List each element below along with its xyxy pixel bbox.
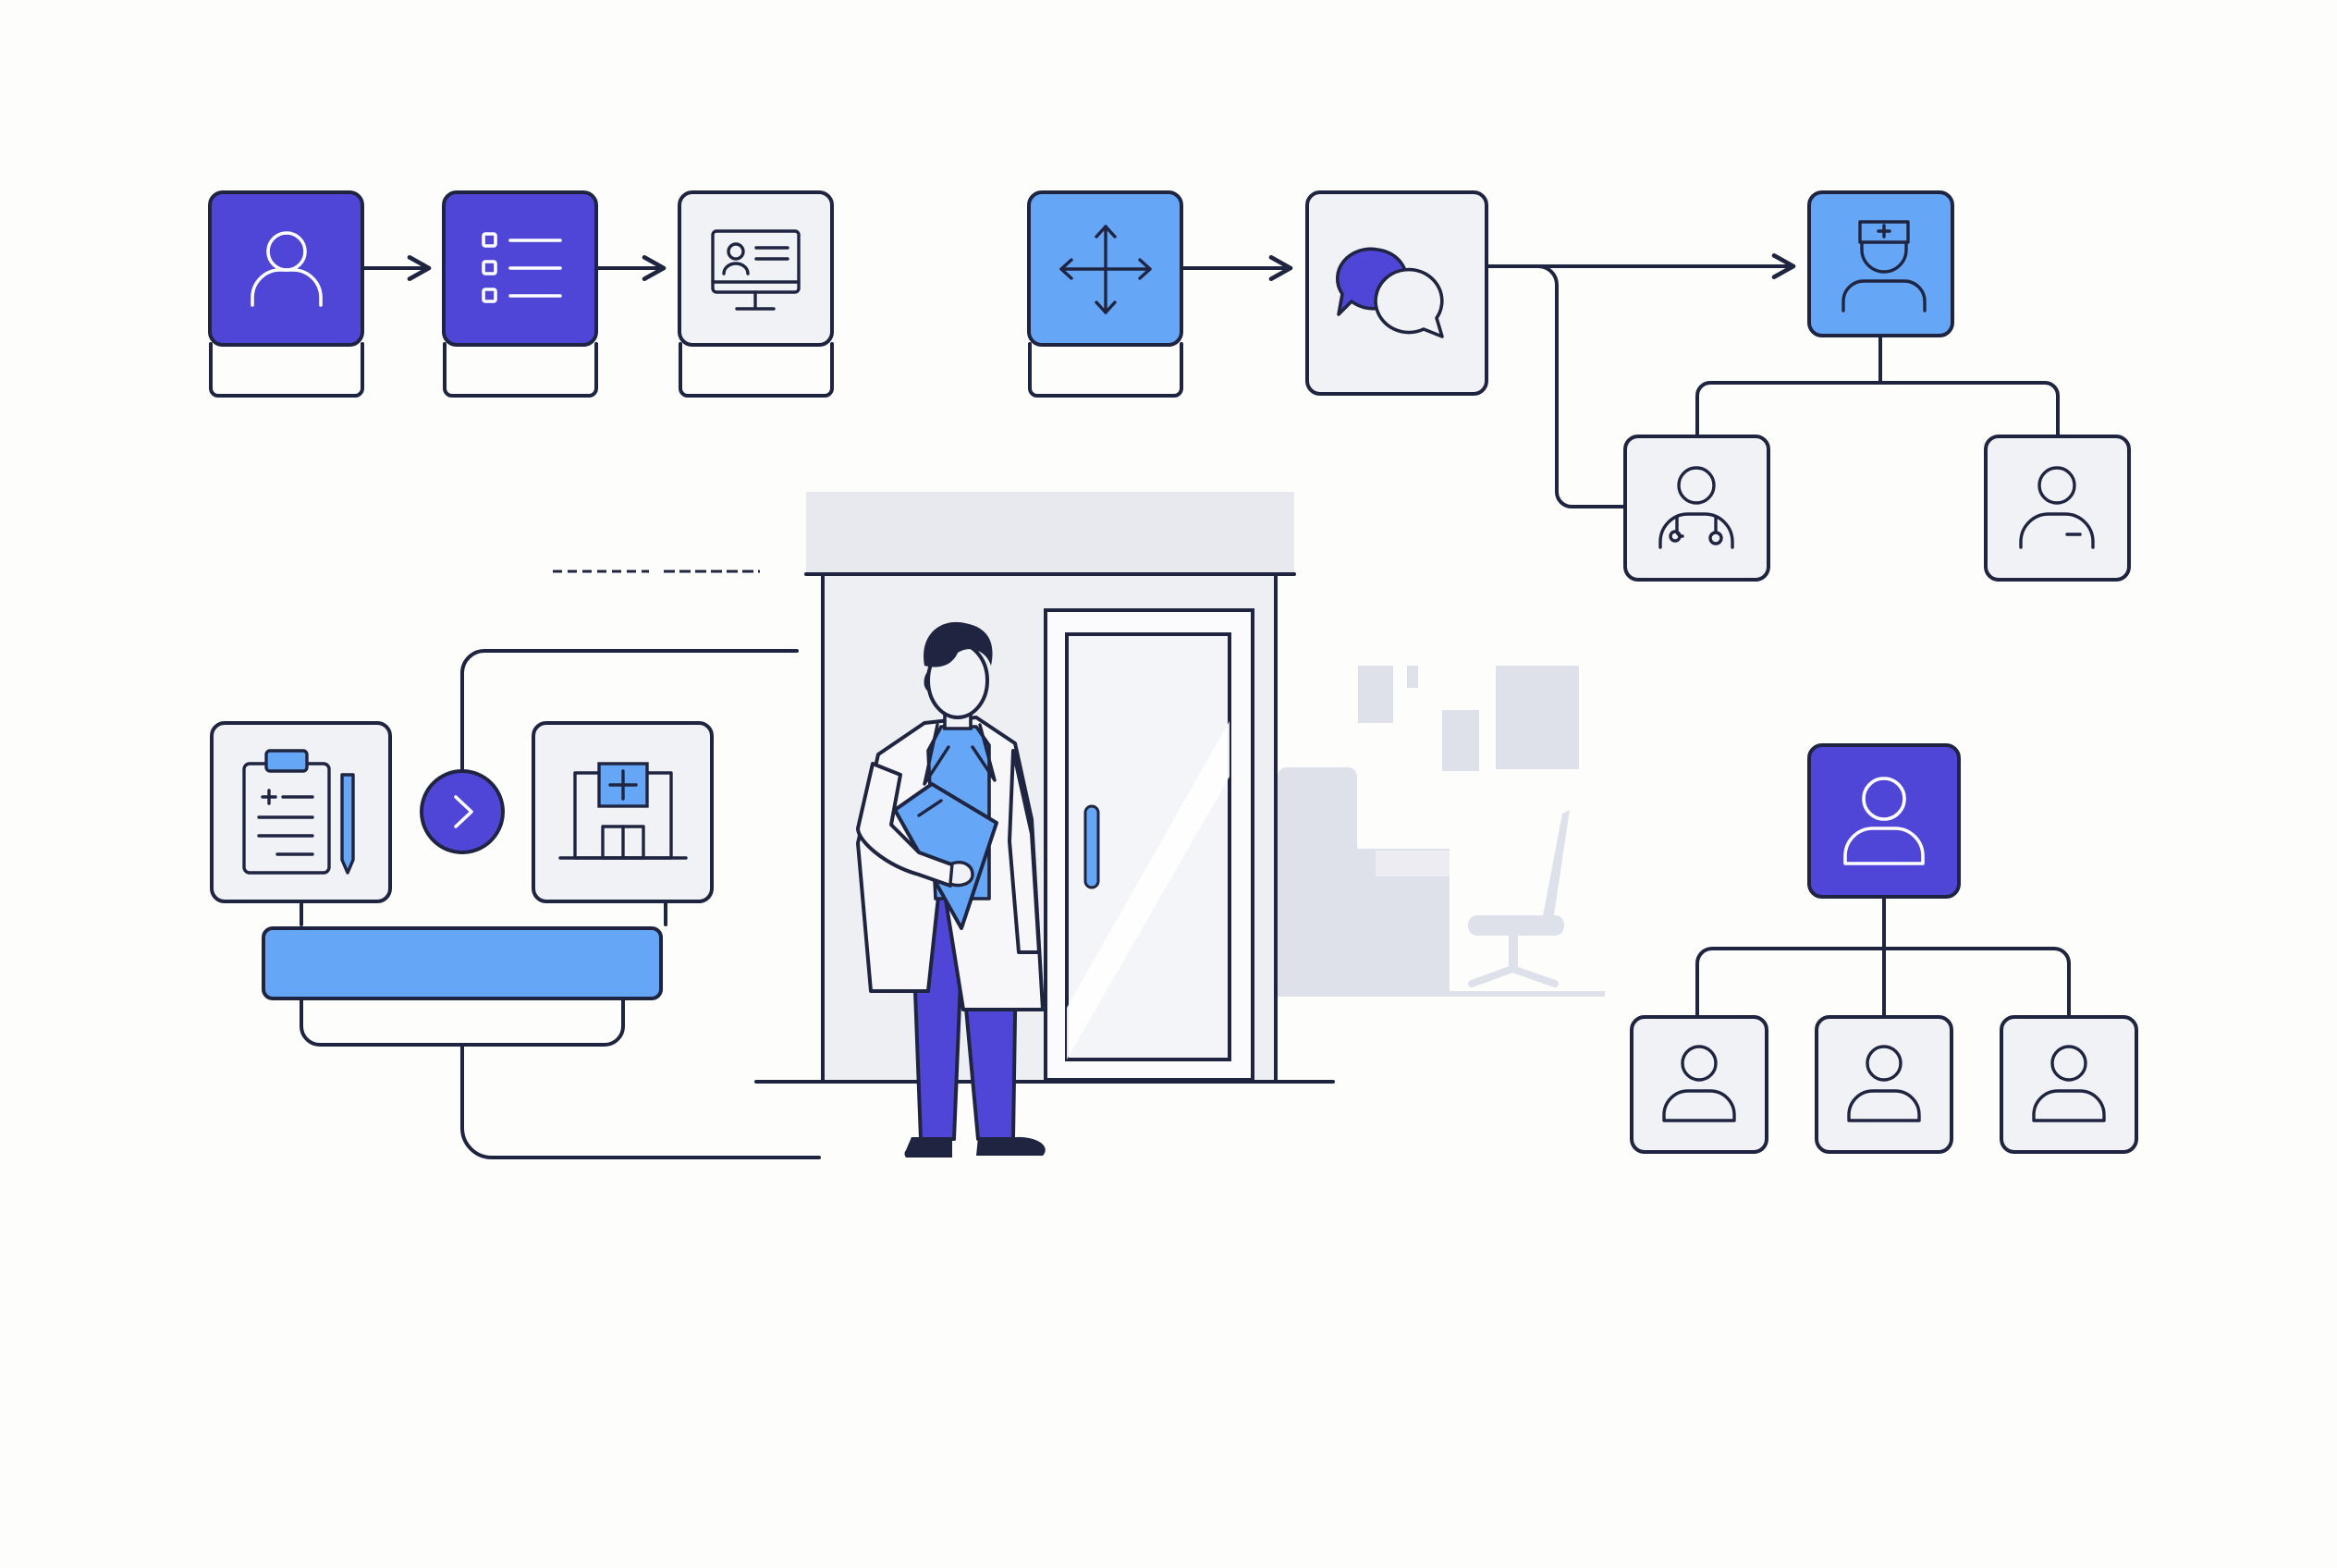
wall-frame: [1358, 666, 1393, 723]
hospital-icon: [558, 762, 688, 860]
monitor-profile-icon: [711, 229, 801, 311]
org-member-tile[interactable]: [1815, 1015, 1953, 1154]
tablet-icon: [893, 782, 998, 930]
records-hospital-tile[interactable]: [532, 721, 714, 903]
connector-line: [300, 900, 667, 926]
chevron-next-button[interactable]: [420, 769, 505, 854]
wall-frame: [1496, 666, 1579, 769]
chair-icon: [1468, 810, 1570, 987]
clinic-door[interactable]: [1044, 608, 1254, 1082]
tree-connector: [1695, 897, 2071, 1017]
user-icon: [1847, 1045, 1921, 1122]
intake-monitor-tile[interactable]: [678, 190, 834, 398]
intake-checklist-tile[interactable]: [442, 190, 598, 398]
floor-line: [1278, 991, 1605, 997]
user-icon: [251, 231, 323, 307]
records-flow: [210, 649, 821, 1159]
checklist-icon: [482, 232, 562, 303]
org-tree: [1630, 743, 2138, 1154]
nurse-icon: [1841, 220, 1927, 312]
records-clipboard-tile[interactable]: [210, 721, 392, 903]
connector-line: [460, 649, 799, 814]
doctor-figure: [856, 621, 1046, 1158]
office-background: [1278, 666, 1605, 997]
chevron-right-icon: [454, 795, 473, 828]
chat-bubbles-icon: [1335, 247, 1444, 338]
clinic-doorway: [754, 492, 1335, 1084]
connector-line: [1536, 264, 1627, 508]
records-progress-bar[interactable]: [262, 926, 663, 1000]
clipboard-pen-icon: [242, 749, 355, 875]
patient-icon: [2019, 466, 2095, 549]
org-head-tile[interactable]: [1807, 743, 1961, 899]
move-arrows-icon: [1059, 225, 1152, 314]
intake-flow: [208, 190, 834, 398]
intake-profile-tile[interactable]: [208, 190, 364, 398]
routing-nurse-tile[interactable]: [1807, 190, 1954, 337]
connector-line: [460, 1043, 821, 1159]
care-doctor-tile[interactable]: [1623, 435, 1770, 582]
care-patient-tile[interactable]: [1984, 435, 2131, 582]
awning: [806, 492, 1294, 573]
base-connector: [300, 997, 625, 1047]
routing-flow: [1027, 190, 2131, 582]
tree-connector: [1695, 335, 2060, 436]
door-handle[interactable]: [1083, 804, 1100, 889]
org-member-tile[interactable]: [1630, 1015, 1768, 1154]
org-member-tile[interactable]: [2000, 1015, 2138, 1154]
doctor-stethoscope-icon: [1658, 466, 1734, 549]
user-icon: [1662, 1045, 1736, 1122]
user-icon: [1843, 777, 1925, 865]
routing-chat-tile[interactable]: [1305, 190, 1488, 396]
routing-move-tile[interactable]: [1027, 190, 1183, 398]
user-icon: [2032, 1045, 2106, 1122]
